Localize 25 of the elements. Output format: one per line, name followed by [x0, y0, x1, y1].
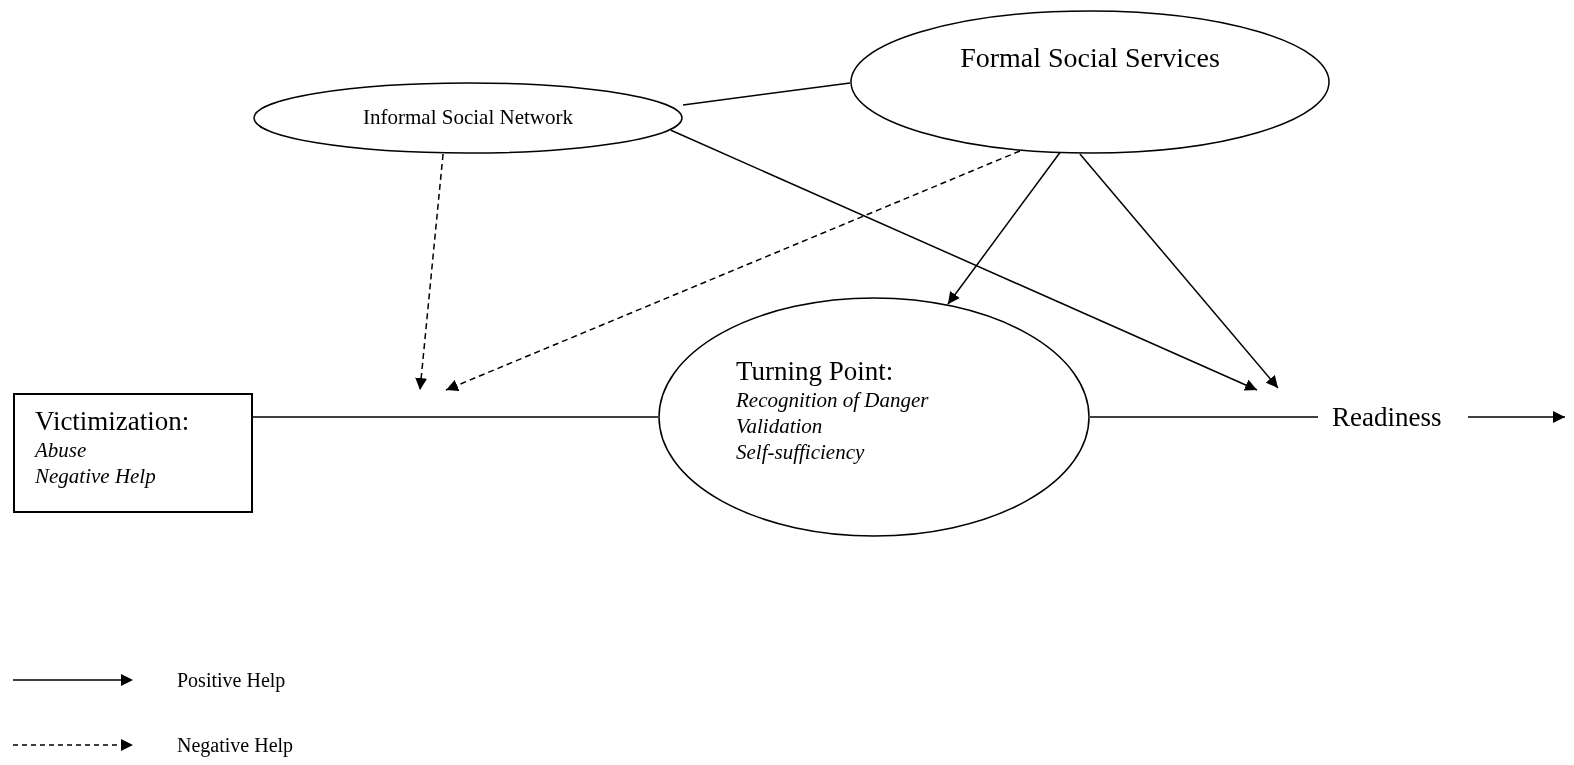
node-label: Readiness [1332, 400, 1442, 434]
legend-label: Negative Help [177, 733, 294, 759]
connector-line [682, 82, 851, 106]
node-label: Informal Social Network [363, 104, 573, 132]
ellipse-node [850, 10, 1330, 154]
arrow [445, 150, 1021, 391]
node-item: Self-sufficiency [736, 439, 865, 465]
arrow [670, 129, 1258, 391]
ellipse-node [658, 297, 1090, 537]
node-heading: Victimization: [35, 405, 190, 437]
arrow [947, 151, 1061, 305]
node-label: Formal Social Services [960, 41, 1220, 75]
node-heading: Turning Point: [736, 355, 894, 387]
node-item: Negative Help [35, 463, 156, 489]
node-item: Recognition of Danger [736, 387, 929, 413]
node-item: Abuse [35, 437, 87, 463]
arrow [415, 153, 444, 391]
connector-line [252, 416, 659, 418]
process-box [13, 393, 253, 513]
arrow [1467, 411, 1566, 423]
node-item: Validation [736, 413, 823, 439]
legend-label: Positive Help [177, 668, 286, 694]
connector-line [1089, 416, 1319, 418]
ellipse-node [253, 82, 683, 154]
arrow [1079, 153, 1279, 389]
